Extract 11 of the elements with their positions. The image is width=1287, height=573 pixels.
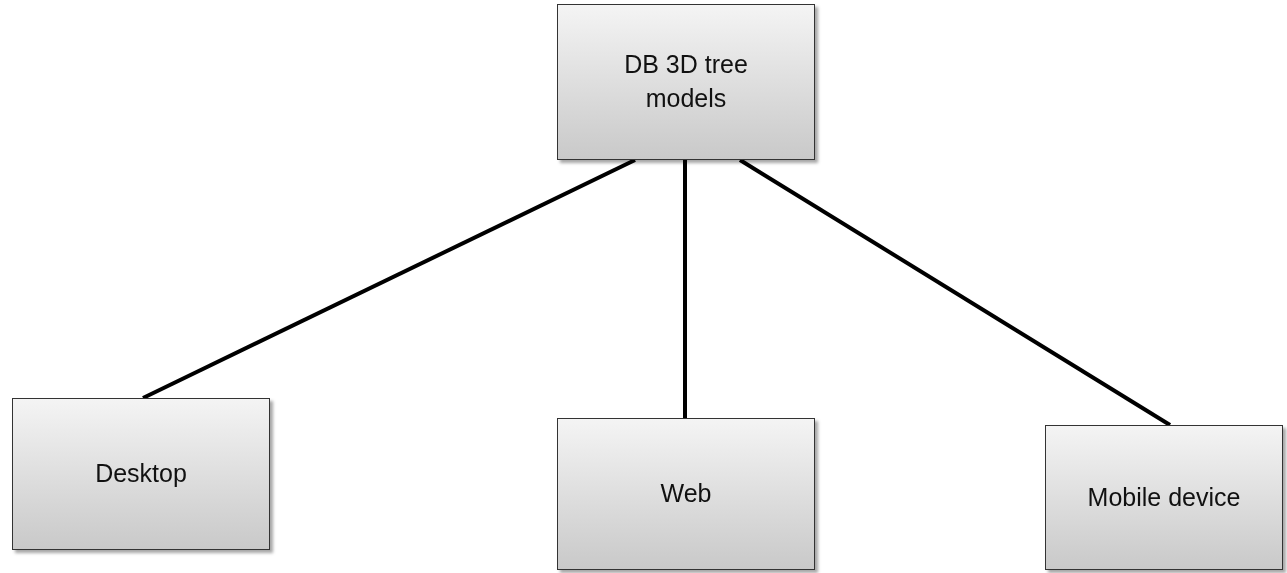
- process-box: [557, 418, 815, 570]
- node-label: Desktop: [95, 458, 187, 490]
- node-label: Mobile device: [1087, 481, 1241, 513]
- process-box: [1045, 425, 1283, 570]
- connector-line: [683, 160, 687, 418]
- node-label: DB 3D tree models: [623, 49, 749, 114]
- node-label: Web: [660, 478, 712, 510]
- process-box: [12, 398, 270, 550]
- connector-line: [738, 158, 1172, 427]
- connector-line: [142, 158, 636, 400]
- process-box: [557, 4, 815, 160]
